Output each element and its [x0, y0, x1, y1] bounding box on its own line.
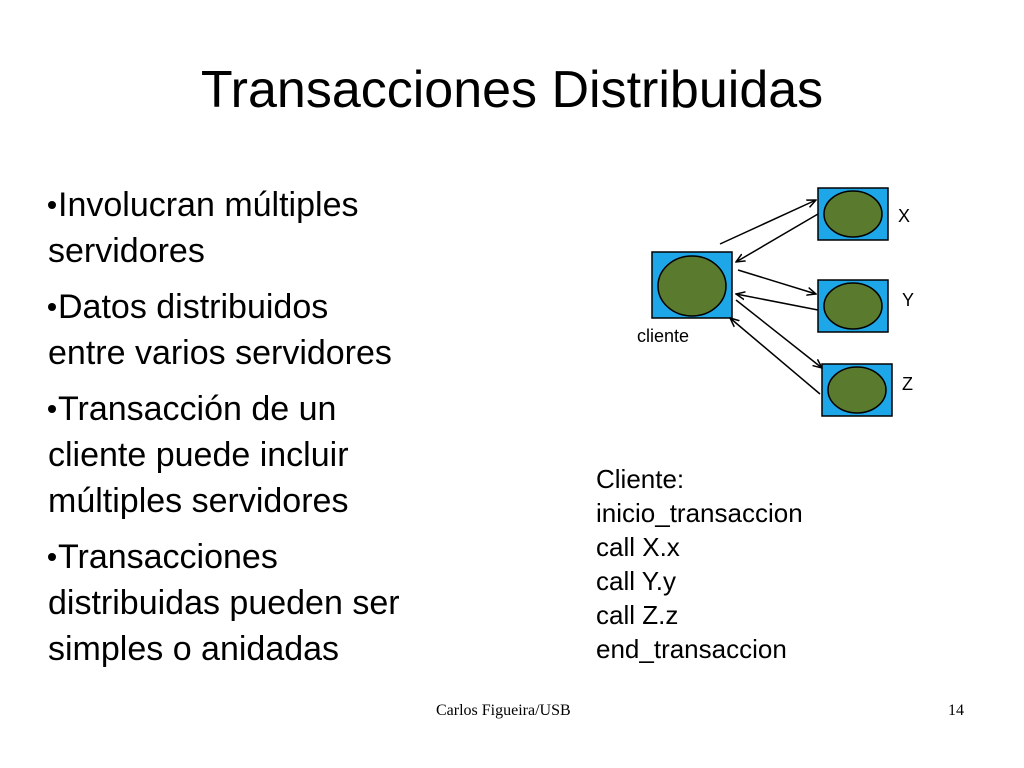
- server-z-label: Z: [902, 374, 913, 394]
- bullet-dot-icon: [48, 201, 56, 210]
- server-y-node: [817, 279, 889, 333]
- server-x-circle: [823, 190, 883, 238]
- slide-title: Transacciones Distribuidas: [200, 61, 824, 119]
- server-y-circle: [823, 282, 883, 330]
- bullet-line: cliente puede incluir: [48, 436, 349, 474]
- server-y-label: Y: [902, 290, 914, 310]
- bullet-item: Datos distribuidos entre varios servidor…: [48, 284, 508, 376]
- client-label: cliente: [637, 326, 689, 346]
- code-line: call Z.z: [596, 600, 679, 630]
- bullet-line: Transacciones: [58, 538, 278, 576]
- client-pseudocode: Cliente: inicio_transaccion call X.x cal…: [596, 462, 803, 666]
- bullet-list: Involucran múltiples servidores Datos di…: [48, 182, 508, 682]
- arrow-client-to-z: [735, 299, 822, 368]
- bullet-dot-icon: [48, 553, 56, 562]
- bullet-line: Datos distribuidos: [58, 288, 329, 326]
- server-z-node: [821, 363, 893, 417]
- page-number: 14: [948, 702, 964, 719]
- bullet-line: servidores: [48, 232, 205, 270]
- bullet-dot-icon: [48, 405, 56, 414]
- arrow-y-to-client: [736, 294, 819, 311]
- code-line: call Y.y: [596, 566, 676, 596]
- footer-author: Carlos Figueira/USB: [436, 702, 571, 719]
- client-circle: [657, 255, 727, 317]
- arrow-client-to-y: [737, 269, 816, 294]
- arrow-client-to-x: [719, 200, 816, 245]
- arrow-x-to-client: [736, 213, 819, 262]
- bullet-line: Involucran múltiples: [58, 186, 359, 224]
- bullet-item: Transacción de un cliente puede incluir …: [48, 386, 508, 524]
- code-line: call X.x: [596, 532, 680, 562]
- code-line: Cliente:: [596, 464, 685, 494]
- code-line: end_transaccion: [596, 634, 787, 664]
- bullet-item: Involucran múltiples servidores: [48, 182, 508, 274]
- arrow-z-to-client: [730, 318, 821, 395]
- bullet-dot-icon: [48, 303, 56, 312]
- client-node: [651, 251, 733, 319]
- code-line: inicio_transaccion: [596, 498, 803, 528]
- bullet-line: distribuidas pueden ser: [48, 584, 400, 622]
- bullet-line: Transacción de un: [58, 390, 337, 428]
- bullet-line: entre varios servidores: [48, 334, 392, 372]
- server-z-circle: [827, 366, 887, 414]
- bullet-item: Transacciones distribuidas pueden ser si…: [48, 534, 508, 672]
- bullet-line: simples o anidadas: [48, 630, 340, 668]
- bullet-line: múltiples servidores: [48, 482, 349, 520]
- server-x-label: X: [898, 206, 910, 226]
- server-x-node: [817, 187, 889, 241]
